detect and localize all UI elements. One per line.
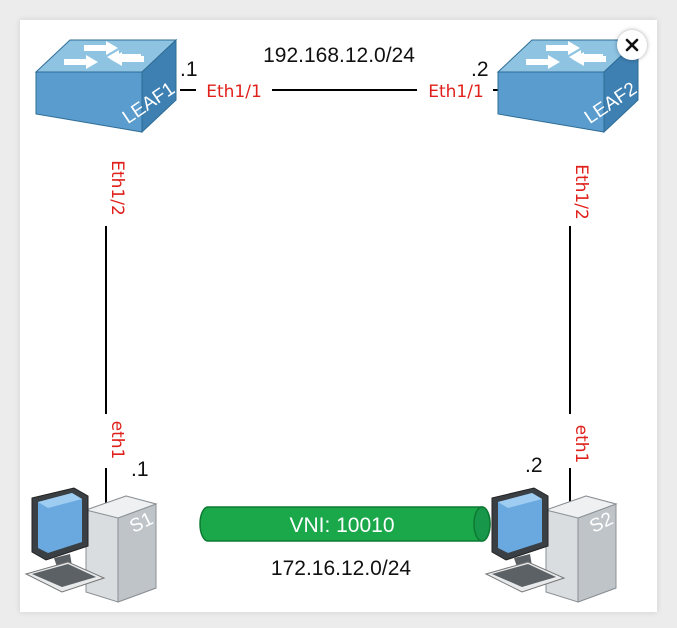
host-subnet-label: 172.16.12.0/24 — [271, 557, 411, 580]
leaf2-address: .2 — [471, 58, 489, 81]
close-icon — [625, 38, 639, 52]
leaf1-address: .1 — [180, 58, 198, 81]
vni-label: VNI: 10010 — [289, 514, 394, 537]
s2-host: S2 — [485, 487, 617, 603]
leaf1-port-peer-label: Eth1/1 — [206, 82, 262, 102]
vni-tunnel: VNI: 10010 — [199, 506, 491, 542]
leaf2-port-host-label: Eth1/2 — [571, 164, 591, 220]
close-button[interactable] — [617, 30, 647, 60]
leaf2-port-peer-label: Eth1/1 — [428, 82, 484, 102]
s2-port-label: eth1 — [571, 425, 591, 464]
s1-host: S1 — [25, 487, 157, 603]
port-labels: Eth1/1 Eth1/1 Eth1/2 Eth1/2 eth1 eth1 — [94, 79, 591, 468]
transit-subnet-label: 192.168.12.0/24 — [263, 44, 415, 67]
s1-address: .1 — [131, 458, 149, 481]
s2-address: .2 — [525, 454, 543, 477]
leaf1-switch: LEAF1 — [35, 39, 179, 133]
links — [105, 89, 571, 510]
s1-port-label: eth1 — [107, 421, 127, 460]
leaf1-port-host-label: Eth1/2 — [107, 160, 127, 216]
